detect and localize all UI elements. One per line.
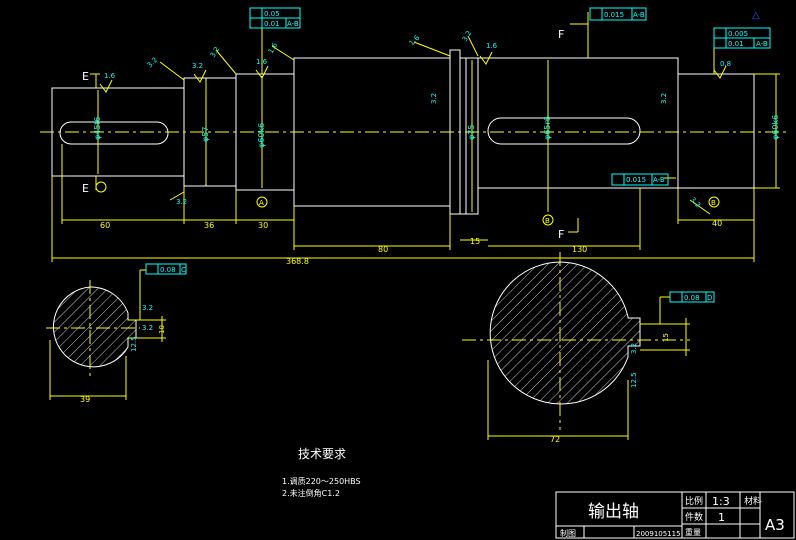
datum-markers bbox=[95, 181, 720, 226]
datum-f-top: F bbox=[558, 28, 564, 41]
svg-text:3.2: 3.2 bbox=[142, 324, 153, 332]
rough-10: 3.2 bbox=[461, 29, 473, 43]
weight-label: 重量 bbox=[685, 527, 701, 537]
diameter-labels: φ45f6 φ57 φ60k6 φ75 φ65r6 φ60k6 bbox=[93, 115, 780, 148]
rough-12: 3.2 bbox=[660, 93, 668, 104]
section-1: 39 10 3.2 3.2 12.5 bbox=[46, 269, 166, 404]
datum-letters: E E F F A B B bbox=[82, 28, 716, 241]
tech-title: 技术要求 bbox=[298, 447, 346, 461]
drawn-label: 制图 bbox=[560, 528, 576, 538]
tol-1b: 0.01 bbox=[264, 20, 280, 28]
tol-1a: 0.05 bbox=[264, 10, 280, 18]
tol-4: 0.015 bbox=[626, 176, 646, 184]
tol-2ref: A-B bbox=[633, 11, 645, 19]
material-label: 材料 bbox=[744, 495, 762, 507]
dim-80: 80 bbox=[378, 245, 388, 254]
part-name: 输出轴 bbox=[588, 502, 639, 522]
tol-4ref: A-B bbox=[653, 176, 665, 184]
student-id: 2009105115 bbox=[636, 530, 681, 538]
tol-3a: 0.005 bbox=[728, 30, 748, 38]
rough-11: 3.2 bbox=[430, 93, 438, 104]
svg-text:φ45f6: φ45f6 bbox=[93, 117, 102, 140]
sec1-width: 39 bbox=[80, 395, 90, 404]
dim-60: 60 bbox=[100, 221, 110, 230]
tol-sec1: 0.08 bbox=[160, 266, 176, 274]
dim-36: 36 bbox=[204, 221, 214, 230]
rough-7: 3.2 bbox=[209, 45, 221, 59]
datum-e-bottom: E bbox=[82, 182, 89, 195]
datum-f-bottom: F bbox=[558, 228, 564, 241]
sec2-key: 15 bbox=[662, 333, 670, 342]
datum-a: A bbox=[259, 199, 264, 207]
rough-1: 1.6 bbox=[104, 72, 116, 80]
sec1-key: 10 bbox=[158, 325, 166, 334]
tolerance-texts: 0.05 0.01 A-B 0.015 A-B 0.005 0.01 A-B 0… bbox=[160, 10, 768, 302]
tol-3ref: A-B bbox=[756, 40, 768, 48]
svg-text:φ57: φ57 bbox=[201, 127, 210, 142]
rough-2: 3.2 bbox=[192, 62, 203, 70]
count-label: 件数 bbox=[685, 511, 703, 523]
svg-text:φ60k6: φ60k6 bbox=[257, 123, 266, 148]
tol-3b: 0.01 bbox=[728, 40, 744, 48]
svg-text:φ60k6: φ60k6 bbox=[771, 115, 780, 140]
dim-total: 368.8 bbox=[286, 257, 309, 266]
tech-note-1: 1.调质220～250HBS bbox=[282, 476, 361, 486]
sec2-width: 72 bbox=[550, 435, 560, 444]
section-2: 72 15 3.2 12.5 bbox=[462, 252, 690, 444]
tol-1ref: A-B bbox=[287, 20, 299, 28]
rough-3: 1.6 bbox=[256, 58, 268, 66]
svg-text:3.2: 3.2 bbox=[630, 343, 638, 354]
dimension-lines bbox=[51, 12, 780, 262]
svg-text:12.5: 12.5 bbox=[130, 336, 138, 352]
scale-label: 比例 bbox=[685, 495, 703, 507]
dim-40: 40 bbox=[712, 219, 722, 228]
tol-sec2ref: D bbox=[707, 294, 712, 302]
datum-e-top: E bbox=[82, 70, 89, 83]
svg-text:12.5: 12.5 bbox=[630, 372, 638, 388]
dim-15: 15 bbox=[470, 237, 480, 246]
datum-b: B bbox=[711, 199, 716, 207]
rough-4: 1.6 bbox=[486, 42, 498, 50]
dim-130: 130 bbox=[572, 245, 587, 254]
length-labels: 60 36 30 80 15 130 40 368.8 bbox=[100, 219, 722, 266]
tech-note-2: 2.未注倒角C1.2 bbox=[282, 488, 340, 498]
tol-sec1ref: C bbox=[181, 266, 186, 274]
tolerance-frames bbox=[145, 7, 771, 303]
scale-value: 1:3 bbox=[712, 495, 730, 508]
corner-mark: △ bbox=[752, 10, 760, 21]
svg-text:φ65r6: φ65r6 bbox=[543, 116, 552, 140]
rough-9: 1.6 bbox=[408, 33, 422, 47]
rough-6: 3.2 bbox=[146, 56, 160, 70]
datum-b-mid: B bbox=[545, 217, 550, 225]
title-block: 输出轴 比例 1:3 材料 件数 1 重量 制图 2009105115 A3 bbox=[555, 491, 795, 539]
rough-5: 0.8 bbox=[720, 60, 731, 68]
rough-8: 1.6 bbox=[267, 41, 280, 55]
rough-14: 3.2 bbox=[176, 198, 187, 206]
dim-30: 30 bbox=[258, 221, 268, 230]
svg-text:φ75: φ75 bbox=[467, 125, 476, 140]
tol-2: 0.015 bbox=[604, 11, 624, 19]
tol-sec2: 0.08 bbox=[684, 294, 700, 302]
count-value: 1 bbox=[718, 511, 725, 524]
svg-text:3.2: 3.2 bbox=[142, 304, 153, 312]
sheet-size: A3 bbox=[765, 516, 785, 534]
